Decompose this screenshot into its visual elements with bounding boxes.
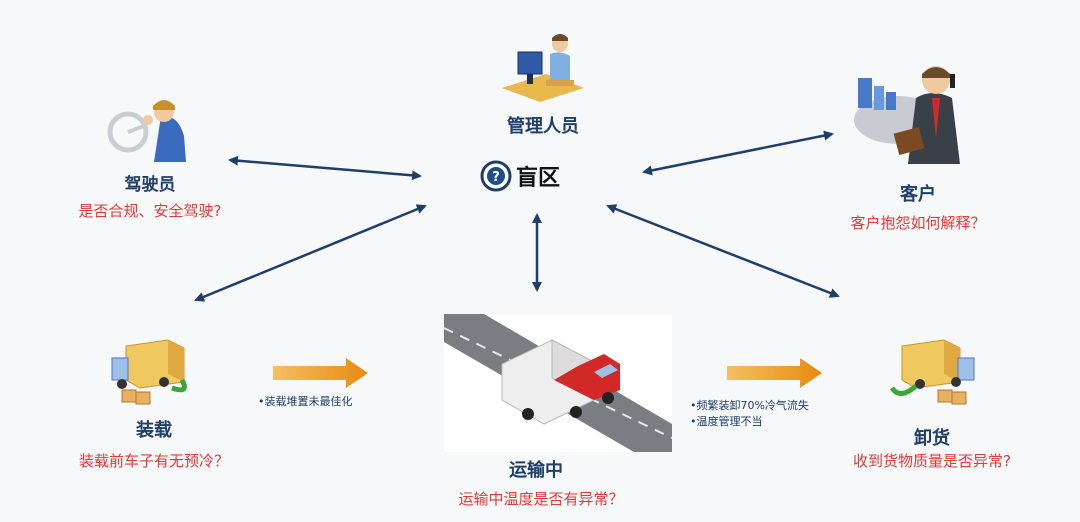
- transit-question: 运输中温度是否有异常？: [458, 490, 624, 508]
- note-transit-unloading-2: •温度管理不当: [690, 415, 763, 428]
- driver-label: 驾驶员: [124, 175, 176, 195]
- arrow-center-customer: [642, 130, 834, 176]
- customer-label: 客户: [900, 184, 936, 205]
- svg-text:?: ?: [492, 170, 500, 185]
- unloading-question: 收到货物质量是否异常?: [853, 452, 1011, 470]
- arrow-center-driver: [228, 155, 422, 181]
- truck-loading-boxes-icon: [110, 336, 198, 408]
- loading-label: 装载: [136, 420, 172, 441]
- note-loading-transit: •装载堆置未最佳化: [258, 395, 353, 408]
- unloading-label: 卸货: [914, 428, 950, 449]
- question-circle-icon: ?: [480, 160, 512, 192]
- driver-question: 是否合规、安全驾驶?: [78, 202, 222, 220]
- arrow-center-unloading: [606, 204, 840, 298]
- loading-question: 装载前车子有无预冷？: [78, 452, 229, 470]
- driver-steering-wheel-icon: [106, 96, 192, 164]
- manager-label: 管理人员: [507, 116, 579, 137]
- flow-arrow-transit-unloading: [727, 358, 822, 388]
- flow-arrow-loading-transit: [273, 358, 368, 388]
- truck-unloading-boxes-icon: [886, 336, 976, 408]
- customer-question: 客户抱怨如何解释？: [850, 214, 986, 232]
- office-worker-icon: [496, 30, 588, 104]
- truck-on-road-icon: [444, 314, 672, 452]
- center-label: 盲区: [516, 166, 561, 191]
- transit-label: 运输中: [509, 460, 563, 481]
- note-transit-unloading-1: •频繁装卸70%冷气流失: [690, 399, 809, 412]
- arrow-center-loading: [194, 204, 427, 302]
- businessman-phone-icon: [852, 58, 982, 166]
